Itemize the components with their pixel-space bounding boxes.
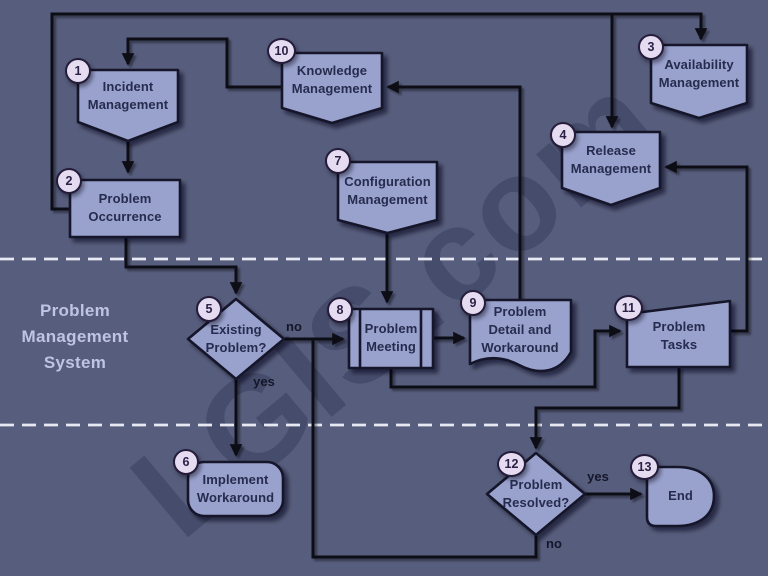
edge-occurrence-to-availability: [50, 12, 708, 211]
badge-2: 2: [56, 168, 82, 194]
badge-13: 13: [630, 454, 659, 480]
badge-11: 11: [614, 295, 643, 321]
configuration-management-shape: [336, 160, 439, 235]
incident-management-label: Incident Management: [87, 79, 169, 112]
badge-9: 9: [460, 290, 486, 316]
knowledge-management-label: Knowledge Management: [291, 63, 373, 96]
knowledge-management-shape: [280, 51, 384, 125]
badge-7: 7: [325, 148, 351, 174]
badge-8: 8: [327, 297, 353, 323]
badge-4: 4: [550, 122, 576, 148]
availability-management-label: Availability Management: [658, 57, 740, 90]
implement-workaround-label: Implement Workaround: [196, 472, 275, 505]
badge-5: 5: [196, 296, 222, 322]
existing-problem-label: Existing Problem?: [205, 322, 267, 355]
implement-workaround-shape: [186, 460, 285, 518]
badge-3: 3: [638, 34, 664, 60]
availability-management-shape: [649, 43, 749, 120]
lane-title: Problem Management System: [21, 301, 129, 372]
problem-meeting-shape: [347, 307, 435, 370]
problem-resolved-yes-label: yes: [587, 469, 609, 484]
existing-problem-yes-label: yes: [253, 374, 275, 389]
problem-occurrence-shape: [68, 178, 182, 239]
release-management-shape: [560, 130, 662, 207]
badge-6: 6: [173, 449, 199, 475]
configuration-management-label: Configuration Management: [344, 174, 431, 207]
edge-knowledge-to-incident: [121, 37, 282, 89]
badge-12: 12: [497, 451, 526, 477]
edge-tasks-to-release: [664, 160, 749, 333]
edge-detail-to-knowledge: [386, 80, 522, 300]
problem-resolved-label: Problem Resolved?: [502, 477, 570, 510]
problem-detail-label: Problem Detail and Workaround: [481, 304, 559, 355]
existing-problem-no-label: no: [286, 319, 302, 334]
edge-resolved-no-return: [311, 339, 538, 559]
problem-tasks-label: Problem Tasks: [652, 319, 706, 352]
problem-occurrence-label: Problem Occurrence: [88, 191, 162, 224]
problem-detail-shape: [468, 298, 573, 373]
problem-tasks-shape: [625, 299, 732, 369]
badge-10: 10: [267, 38, 296, 64]
release-management-label: Release Management: [570, 143, 652, 176]
edge-tasks-to-resolved: [529, 367, 681, 450]
end-label: End: [668, 488, 693, 503]
edge-occurrence-to-existing: [124, 237, 243, 295]
edge-meeting-to-tasks: [389, 324, 622, 389]
problem-meeting-label: Problem Meeting: [364, 321, 418, 354]
problem-resolved-no-label: no: [546, 536, 562, 551]
incident-management-shape: [76, 68, 180, 143]
badge-1: 1: [65, 58, 91, 84]
